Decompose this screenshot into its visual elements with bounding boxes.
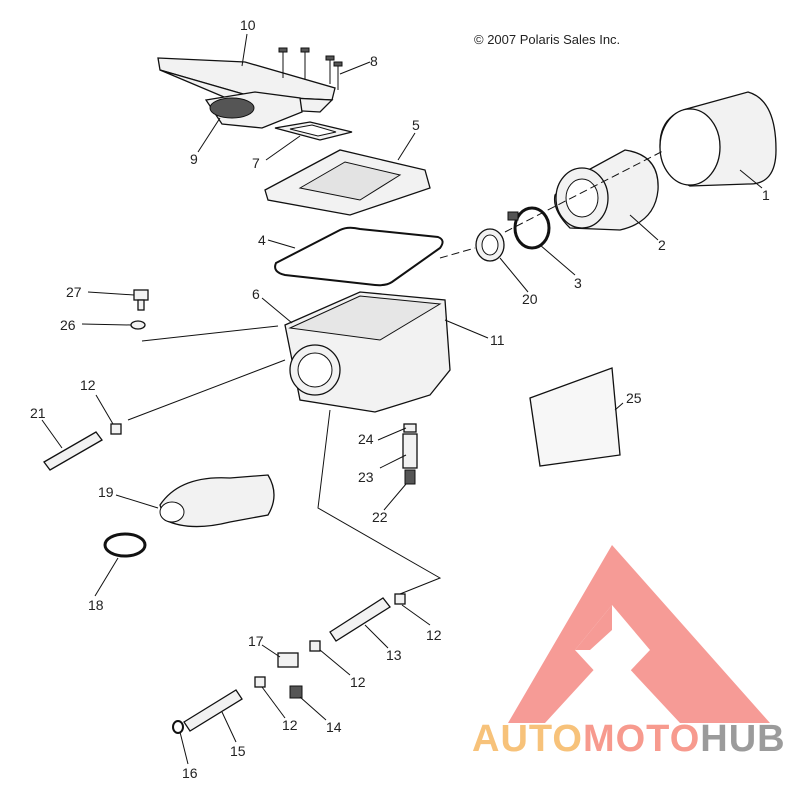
callout-12-a: 12 — [80, 377, 96, 393]
part-16-clip — [172, 720, 184, 734]
callout-21: 21 — [30, 405, 46, 421]
leader-lines — [41, 33, 763, 765]
part-20-sleeve — [475, 228, 505, 262]
part-9-snorkel — [204, 91, 303, 129]
callout-7: 7 — [252, 155, 260, 171]
watermark-hub: HUB — [700, 718, 786, 760]
part-4-seal — [274, 226, 444, 287]
part-19-intake-boot — [159, 474, 275, 528]
callout-26: 26 — [60, 317, 76, 333]
part-23-drain-tube — [402, 433, 418, 469]
watermark-auto: AUTO — [472, 718, 583, 760]
callout-14: 14 — [326, 719, 342, 735]
watermark-text: AUTOMOTOHUB — [472, 718, 786, 761]
part-12-clamp-d — [254, 676, 266, 688]
part-25-panel — [529, 367, 621, 467]
part-12-clamp-c — [309, 640, 321, 652]
callout-1: 1 — [762, 187, 770, 203]
part-21-hose — [43, 431, 103, 471]
copyright-notice: © 2007 Polaris Sales Inc. — [474, 32, 621, 47]
part-24-clamp — [403, 423, 417, 433]
part-12-clamp-b — [394, 593, 406, 605]
callout-5: 5 — [412, 117, 420, 133]
callout-19: 19 — [98, 484, 114, 500]
callout-27: 27 — [66, 284, 82, 300]
part-22-valve — [404, 469, 416, 485]
callout-25: 25 — [626, 390, 642, 406]
part-3-clamp — [507, 206, 551, 250]
callout-labels: 10 8 9 7 5 4 6 11 1 2 3 20 27 26 12 21 2… — [30, 17, 770, 781]
callout-8: 8 — [370, 53, 378, 69]
callout-9: 9 — [190, 151, 198, 167]
callout-3: 3 — [574, 275, 582, 291]
part-13-hose — [329, 597, 391, 642]
part-7-gasket — [274, 121, 353, 141]
part-12-clamp-a — [110, 423, 122, 435]
callout-15: 15 — [230, 743, 246, 759]
callout-16: 16 — [182, 765, 198, 781]
callout-22: 22 — [372, 509, 388, 525]
part-2-air-filter — [553, 149, 659, 231]
part-5-airbox-lid — [264, 149, 431, 216]
callout-24: 24 — [358, 431, 374, 447]
part-11-airbox-body — [284, 291, 451, 413]
part-17-fitting — [277, 652, 299, 668]
callout-12-b: 12 — [426, 627, 442, 643]
watermark-moto: MOTO — [582, 718, 701, 760]
callout-23: 23 — [358, 469, 374, 485]
part-18-clamp — [103, 532, 147, 558]
callout-11: 11 — [490, 332, 505, 348]
callout-4: 4 — [258, 232, 266, 248]
callout-2: 2 — [658, 237, 666, 253]
part-8-screws — [278, 47, 343, 90]
callout-10: 10 — [240, 17, 256, 33]
callout-20: 20 — [522, 291, 538, 307]
callout-13: 13 — [386, 647, 402, 663]
callout-12-c: 12 — [350, 674, 366, 690]
callout-6: 6 — [252, 286, 260, 302]
callout-12-d: 12 — [282, 717, 298, 733]
part-15-hose — [183, 689, 243, 732]
callout-17: 17 — [248, 633, 264, 649]
part-14-clip — [289, 685, 303, 699]
watermark-logo — [508, 545, 770, 723]
part-27-bolt — [133, 289, 149, 311]
part-1-pre-filter — [659, 91, 777, 187]
callout-18: 18 — [88, 597, 104, 613]
part-26-washer — [130, 320, 146, 330]
